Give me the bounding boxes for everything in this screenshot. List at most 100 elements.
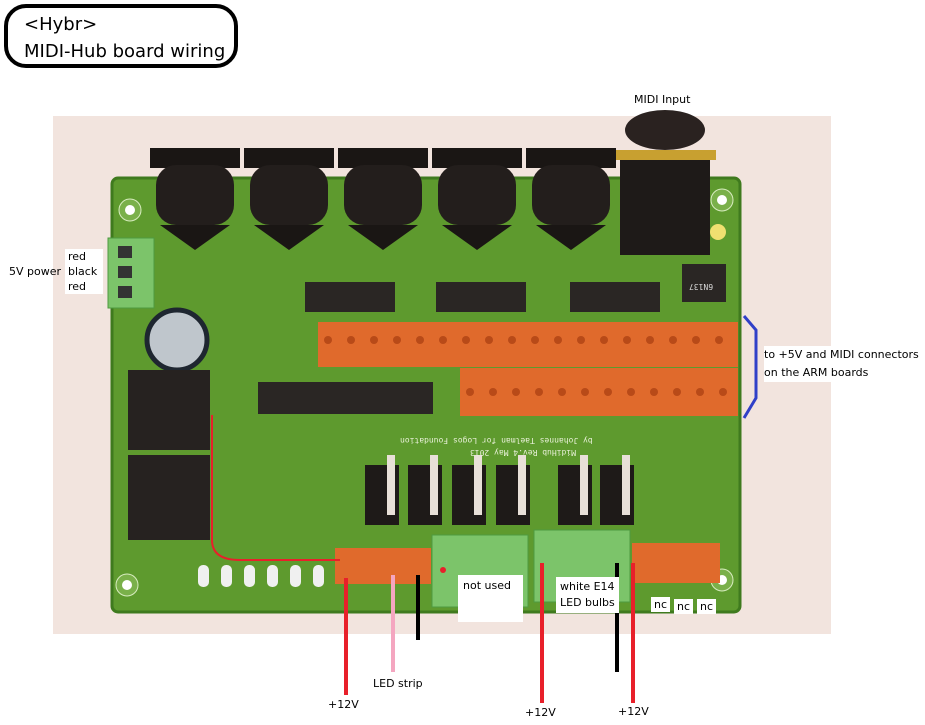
connector-pin: [466, 388, 474, 396]
led-strip-label: LED strip: [373, 677, 423, 690]
midi-socket-pins: [160, 225, 230, 250]
nc-label-3: nc: [697, 599, 717, 614]
midi-socket: [438, 165, 516, 225]
mosfet-tab: [622, 455, 630, 515]
led-bulbs-line1: white E14: [560, 580, 615, 593]
pad: [244, 565, 255, 587]
connector-pin: [692, 336, 700, 344]
plus12v-label-1: +12V: [328, 698, 359, 711]
connector-pin: [558, 388, 566, 396]
connector-pin: [604, 388, 612, 396]
midi-socket-top: [432, 148, 522, 168]
connector-pin: [485, 336, 493, 344]
pcb-silkscreen-credit: by Johannes Taelman for Logos Foundation: [400, 436, 593, 445]
plus12v-label-2: +12V: [525, 706, 556, 719]
arm-boards-label: to +5V and MIDI connectors on the ARM bo…: [764, 346, 921, 382]
internal-red-wire: [211, 415, 340, 561]
midi-socket-pins: [254, 225, 324, 250]
mosfets: [365, 455, 634, 525]
connector-pin: [577, 336, 585, 344]
pad: [290, 565, 301, 587]
midi-socket-top: [526, 148, 616, 168]
title-text: MIDI-Hub board wiring: [24, 41, 226, 62]
arm-boards-line1: to +5V and MIDI connectors: [764, 348, 919, 361]
arm-boards-line2: on the ARM boards: [764, 366, 869, 379]
mosfet-tab: [430, 455, 438, 515]
pad: [313, 565, 324, 587]
connector-pin: [535, 388, 543, 396]
arm-connectors-bracket: [742, 315, 758, 419]
power-wire-2: black: [68, 265, 98, 278]
midi-input-label: MIDI Input: [634, 93, 691, 106]
pcb-edge: [110, 176, 742, 614]
capacitor: [144, 307, 210, 373]
connector-pin: [669, 336, 677, 344]
not-used-label: not used: [458, 575, 523, 622]
connector-pin: [623, 336, 631, 344]
connector-pin: [370, 336, 378, 344]
power-label: 5V power: [9, 265, 62, 278]
connector-pin: [439, 336, 447, 344]
midi-socket-pins: [442, 225, 512, 250]
connector-row-upper: [318, 322, 738, 367]
midi-socket-top: [244, 148, 334, 168]
connector-pin: [719, 388, 727, 396]
pad: [221, 565, 232, 587]
title-box: <Hybr> MIDI-Hub board wiring: [4, 4, 238, 68]
midi-socket-pins: [536, 225, 606, 250]
connector-pin: [600, 336, 608, 344]
ic-chip-large: [258, 382, 433, 414]
connector-pin: [554, 336, 562, 344]
midi-socket-top: [338, 148, 428, 168]
relay: [128, 370, 210, 450]
connector-pin: [581, 388, 589, 396]
ic-chip: [305, 282, 395, 312]
connector-pin: [416, 336, 424, 344]
power-terminal: [107, 237, 155, 309]
red-dot: [440, 567, 446, 573]
connector-pin: [531, 336, 539, 344]
connector-pin: [393, 336, 401, 344]
connector-pin: [489, 388, 497, 396]
mosfet-tab: [518, 455, 526, 515]
connector-pin: [627, 388, 635, 396]
connector-pin: [650, 388, 658, 396]
connector-pin: [715, 336, 723, 344]
connector-pin: [347, 336, 355, 344]
led-bulbs-label: white E14 LED bulbs: [556, 577, 619, 613]
relay: [128, 455, 210, 540]
midi-sockets: [150, 148, 616, 250]
optocoupler: [682, 264, 726, 302]
power-wire-1: red: [68, 250, 87, 263]
mosfet-tab: [387, 455, 395, 515]
midi-socket-pins: [348, 225, 418, 250]
nc-label-2: nc: [674, 599, 694, 614]
pad: [267, 565, 278, 587]
midi-socket: [344, 165, 422, 225]
plus12v-label-3: +12V: [618, 705, 649, 718]
connector-pin: [646, 336, 654, 344]
connector-pin: [512, 388, 520, 396]
ic-chip: [570, 282, 660, 312]
led-yellow: [710, 224, 726, 240]
ic-chip: [436, 282, 526, 312]
midi-socket: [156, 165, 234, 225]
connector-pin: [673, 388, 681, 396]
connector-pin: [508, 336, 516, 344]
power-wire-3: red: [68, 280, 87, 293]
pad-row: [198, 565, 324, 587]
nc-connector: [632, 543, 720, 583]
midi-input-connector: [616, 110, 716, 255]
midi-socket: [532, 165, 610, 225]
orange-connector-rows: [318, 322, 738, 416]
mosfet-tab: [580, 455, 588, 515]
pcb-silkscreen-revision: MidiHub Rev.4 May 2013: [470, 448, 576, 457]
connector-pin: [696, 388, 704, 396]
midi-socket: [250, 165, 328, 225]
connector-pin: [462, 336, 470, 344]
power-wire-colors: red black red: [65, 249, 103, 294]
led-bulbs-line2: LED bulbs: [560, 596, 615, 609]
connector-pin: [324, 336, 332, 344]
optocoupler-label: 6N137: [689, 282, 714, 291]
